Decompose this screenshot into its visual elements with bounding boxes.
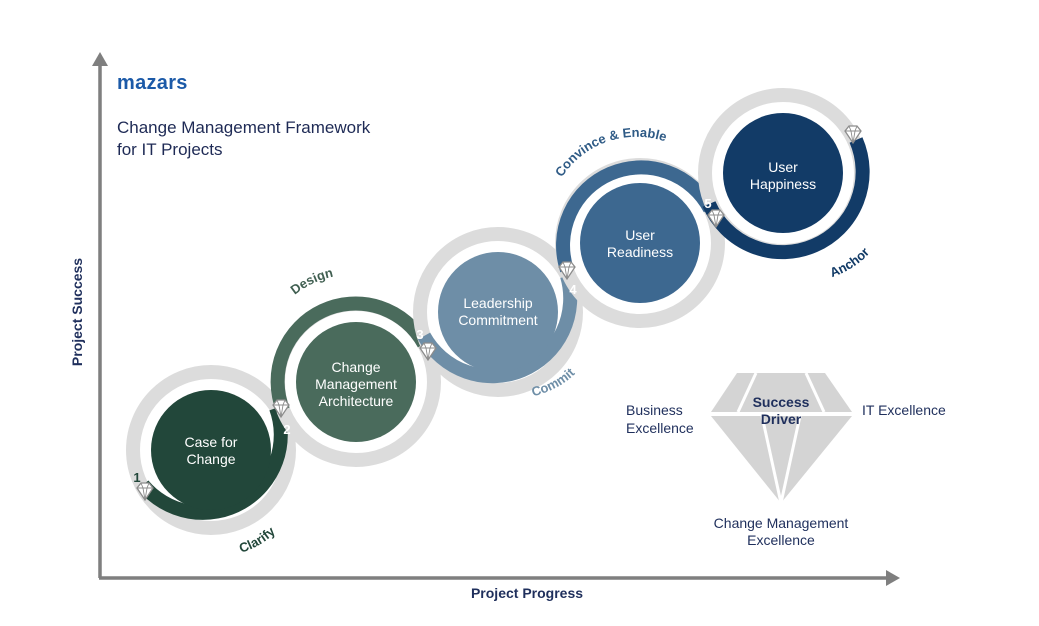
logo-wordmark: mazars [117, 72, 188, 94]
change-management-excellence-line-2: Excellence [747, 532, 815, 548]
step-2-number: 2 [283, 422, 290, 437]
step-4-number: 4 [569, 282, 577, 297]
step-4-inner-line-2: Readiness [607, 244, 673, 260]
gem-icon [272, 399, 290, 419]
step-2-inner-line-1: Change [331, 359, 380, 375]
step-3-inner-circle [438, 252, 558, 372]
gem-icon [419, 342, 437, 362]
step-5-group: User Happiness 5 Anchor [698, 88, 872, 280]
diamond-crown [711, 373, 852, 412]
step-2-ring-progress [270, 296, 431, 413]
step-2-inner-line-2: Management [315, 376, 397, 392]
step-3-group: Leadership Commitment 3 Commit [413, 227, 583, 399]
diamond-facet-line [779, 415, 802, 504]
x-axis-arrowhead [886, 570, 900, 586]
diamond-pavilion [711, 416, 852, 503]
success-driver-line-2: Driver [761, 411, 802, 427]
step-1-group: Case for Change 1 Clarify [126, 365, 296, 556]
success-driver-diamond: Success Driver Business Excellence IT Ex… [626, 372, 946, 548]
gem-icon [707, 209, 725, 229]
step-3-number: 3 [416, 327, 423, 342]
step-4-group: User Readiness 4 Convince & Enable [552, 125, 725, 328]
framework-title-line1: Change Management Framework [117, 118, 371, 137]
diamond-facet-line [760, 415, 783, 504]
step-5-inner-line-1: User [768, 159, 798, 175]
diamond-facet-line [804, 372, 826, 413]
phase-label-anchor: Anchor [828, 244, 872, 280]
gem-icon [558, 261, 576, 281]
step-5-number: 5 [704, 196, 711, 211]
step-4-inner-line-1: User [625, 227, 655, 243]
step-3-ring-progress [417, 274, 578, 384]
success-driver-line-1: Success [753, 394, 810, 410]
step-1-inner-circle [151, 390, 271, 510]
gem-icon [136, 482, 154, 502]
y-axis-label: Project Success [69, 258, 85, 366]
gem-icon [844, 125, 862, 145]
x-axis-label: Project Progress [471, 585, 583, 601]
step-1-inner-line-2: Change [186, 451, 235, 467]
step-3-inner-line-2: Commitment [458, 312, 537, 328]
step-1-number: 1 [133, 470, 140, 485]
diamond-facet-line [736, 372, 758, 413]
step-2-inner-line-3: Architecture [319, 393, 394, 409]
step-1-ring-progress [137, 405, 288, 520]
step-1-ring-track [126, 365, 296, 535]
step-2-inner-circle [296, 322, 416, 442]
framework-title-line2: for IT Projects [117, 140, 223, 159]
y-axis-arrowhead [92, 52, 108, 66]
step-5-inner-circle [723, 113, 843, 233]
business-excellence-line-1: Business [626, 402, 683, 418]
step-1-inner-line-1: Case for [185, 434, 238, 450]
phase-label-design: Design [288, 265, 335, 297]
step-4-inner-circle [580, 183, 700, 303]
change-management-excellence-line-1: Change Management [714, 515, 849, 531]
step-5-ring-progress [702, 137, 870, 260]
it-excellence-label: IT Excellence [862, 402, 946, 418]
step-4-ring-progress [556, 160, 717, 273]
step-2-group: Change Management Architecture 2 Design [270, 265, 441, 467]
mazars-logo: mazars [117, 72, 188, 94]
business-excellence-line-2: Excellence [626, 420, 694, 436]
step-5-inner-line-2: Happiness [750, 176, 816, 192]
step-3-inner-line-1: Leadership [463, 295, 532, 311]
